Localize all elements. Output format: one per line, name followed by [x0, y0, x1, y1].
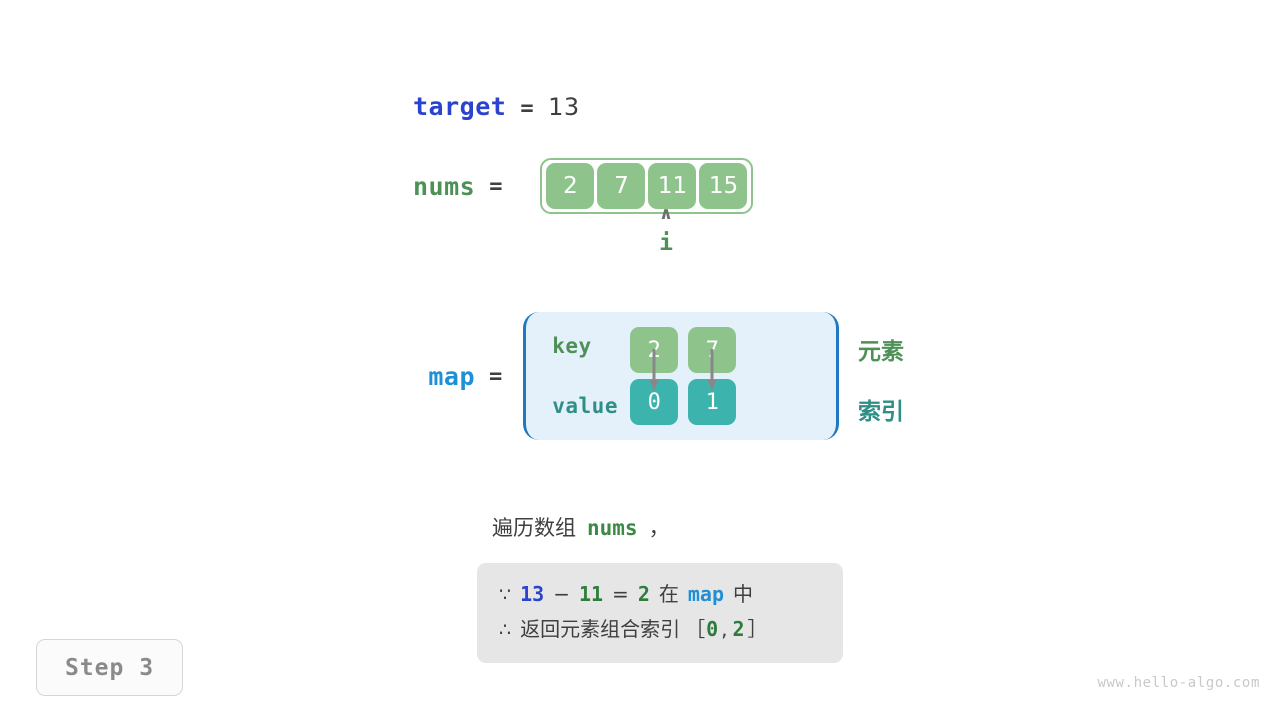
target-variable-label: target: [413, 92, 507, 121]
therefore-symbol: ∴: [499, 619, 512, 641]
map-value-cell: 0: [630, 379, 679, 425]
index-pointer-label: i: [659, 230, 673, 256]
legend-index-label: 索引: [858, 399, 904, 425]
note-line-1: ∵ 13 − 11 = 2 在 map 中: [499, 577, 821, 612]
target-equals-sign: =: [520, 96, 535, 121]
target-row: target = 13: [413, 92, 580, 121]
map-key-cell: 7: [688, 327, 737, 373]
hash-map-entry: 7 1: [688, 327, 737, 425]
caret-up-icon: ∧: [659, 204, 673, 224]
nums-array: 2 7 11 15: [540, 158, 754, 214]
note-tail-word: 中: [732, 582, 753, 606]
note-bracket-close: ］: [747, 617, 768, 641]
note-bracket-open: ［: [685, 617, 706, 641]
note-result-index-1: 2: [732, 617, 745, 641]
note-result: 2: [637, 582, 650, 606]
map-equals-sign: =: [489, 363, 503, 389]
note-equals-sign: =: [612, 582, 629, 606]
legend-labels: 元素 索引: [858, 332, 904, 426]
nums-cell: 7: [597, 163, 646, 209]
note-map-word: map: [687, 582, 724, 606]
caption-code: nums: [587, 516, 638, 540]
nums-row: nums = 2 7 11 15: [413, 158, 754, 214]
caption-suffix: ，: [648, 516, 670, 540]
map-value-cell: 1: [688, 379, 737, 425]
note-operand-a: 13: [520, 582, 545, 606]
nums-cell: 11: [648, 163, 697, 209]
note-conclusion-text: 返回元素组合索引: [520, 617, 681, 641]
map-row: map = key value 2 0 7 1: [413, 312, 840, 440]
hash-map-container: key value 2 0 7 1: [523, 312, 840, 440]
nums-variable-label: nums: [413, 171, 476, 201]
key-row-label: key: [552, 334, 592, 358]
map-key-cell: 2: [630, 327, 679, 373]
value-row-label: value: [552, 394, 618, 418]
hash-map-entries: 2 0 7 1: [630, 327, 737, 425]
because-symbol: ∵: [499, 584, 512, 606]
note-minus-sign: −: [553, 582, 570, 606]
map-variable-label: map: [428, 361, 475, 391]
nums-cell: 2: [546, 163, 595, 209]
note-operand-b: 11: [578, 582, 604, 606]
explanation-note-box: ∵ 13 − 11 = 2 在 map 中 ∴ 返回元素组合索引 ［ 0 , 2…: [477, 563, 843, 663]
watermark: www.hello-algo.com: [1097, 675, 1260, 691]
hash-map-row-labels: key value: [526, 325, 622, 427]
nums-equals-sign: =: [489, 173, 503, 199]
index-pointer: ∧ i: [640, 205, 692, 258]
legend-element-label: 元素: [858, 339, 904, 365]
caption-line: 遍历数组 nums ，: [492, 512, 670, 542]
note-line-2: ∴ 返回元素组合索引 ［ 0 , 2 ］: [499, 612, 821, 647]
step-badge: Step 3: [36, 639, 183, 696]
caption-prefix: 遍历数组: [492, 516, 576, 540]
note-result-index-0: 0: [706, 617, 719, 641]
note-index-comma: ,: [721, 617, 728, 641]
target-value: 13: [548, 93, 580, 121]
hash-map-entry: 2 0: [630, 327, 679, 425]
nums-cell: 15: [699, 163, 748, 209]
note-in-word: 在: [658, 582, 679, 606]
